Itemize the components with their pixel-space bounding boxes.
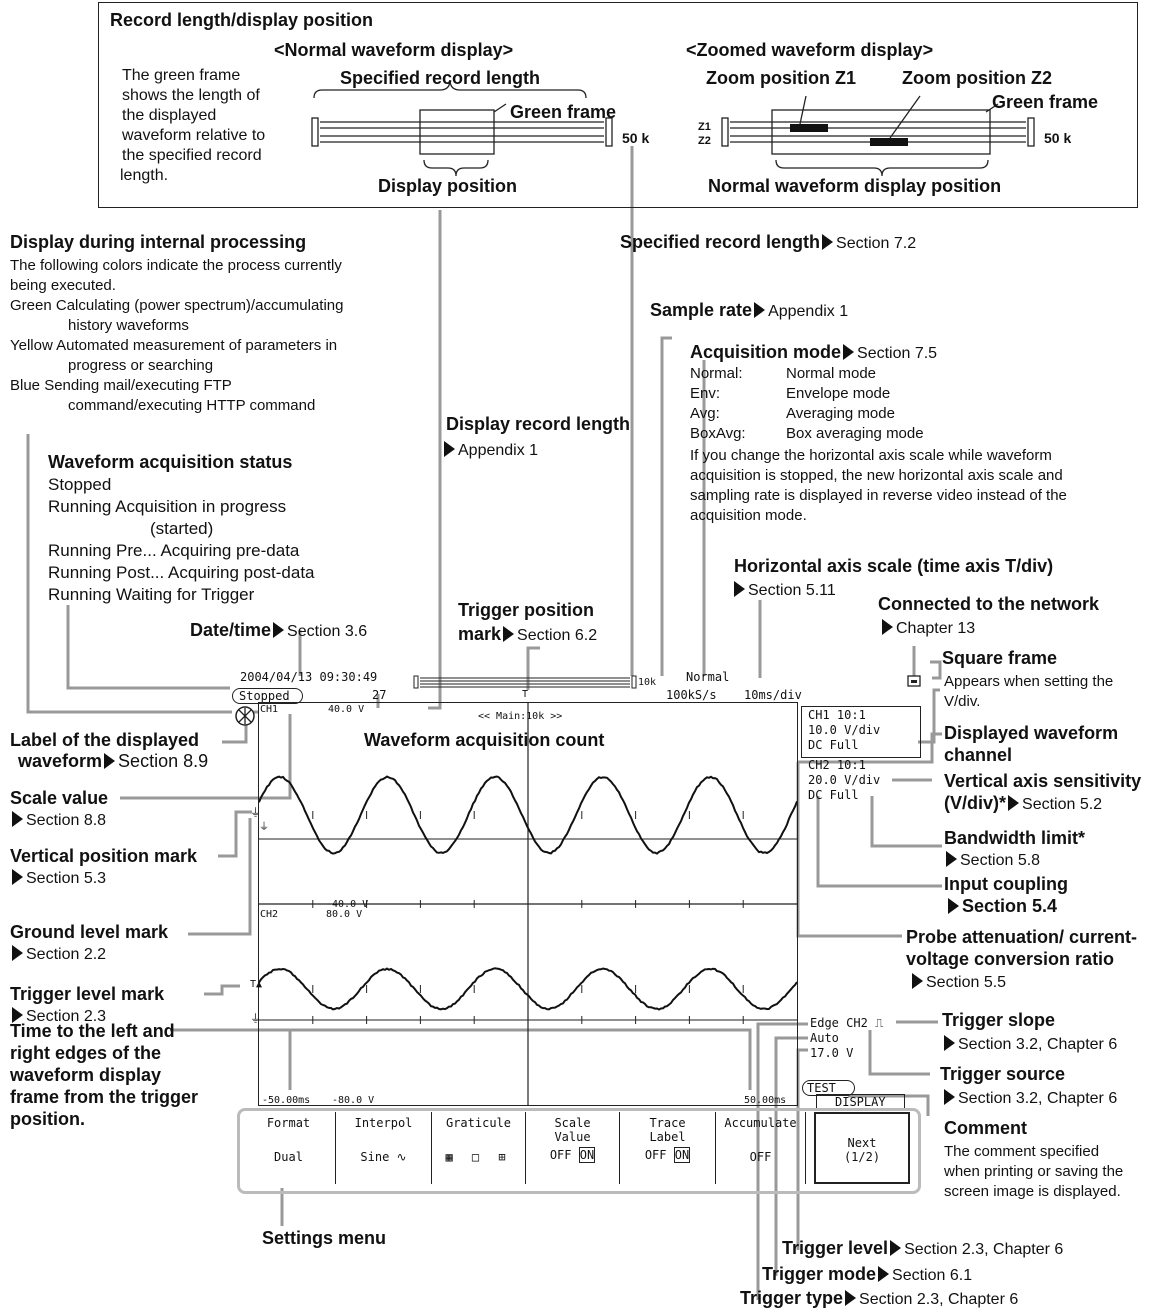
label-displayed-waveform: Label of the displayedwaveformSection 8.… [10,730,208,772]
acq-mode-list: Normal:Normal mode Env:Envelope mode Avg… [690,364,924,444]
date-time-label: Date/timeSection 3.6 [190,620,367,642]
trigger-mode-annot: Trigger modeSection 6.1 [762,1264,972,1286]
graticule-icons: ▦ □ ⊞ [432,1150,525,1164]
acq-mode-note: If you change the horizontal axis scale … [690,446,1067,526]
normal-display-heading: <Normal waveform display> [274,40,513,61]
acq-status-list: Stopped Running Acquisition in progress … [48,474,315,606]
line-display-position [428,210,440,708]
z1-z2-labels: Z1Z2 [698,120,711,148]
scale-value-ref: Section 8.8 [10,810,106,831]
screen-tdiv: 10ms/div [744,688,802,702]
ch2-info: CH2 10:120.0 V/divDC Full [808,758,880,803]
connected-label: Connected to the network [878,594,1099,615]
ground-mark-ch2: ⏚ [250,1012,261,1026]
screen-main-label: << Main:10k >> [478,710,562,724]
fifty-k-label: 50 k [622,128,649,149]
sample-rate-annot: Sample rateAppendix 1 [650,300,848,322]
trace-label-button[interactable]: TraceLabelOFF ON [620,1112,716,1184]
line-acq-status [68,605,230,688]
trigger-position-mark-label: Trigger position [458,600,594,621]
trigger-level-annot: Trigger levelSection 2.3, Chapter 6 [782,1238,1063,1260]
screen-ch1-scale: 40.0 V [328,703,364,717]
zoomed-display-heading: <Zoomed waveform display> [686,40,933,61]
trigger-source-ref: Section 3.2, Chapter 6 [942,1088,1117,1109]
displayed-channel-label: Displayed waveformchannel [944,722,1118,766]
trigger-position-mark: T [522,688,528,702]
green-frame-description: The green frame shows the length of the … [122,66,265,186]
zoom-z2-label: Zoom position Z2 [902,68,1052,89]
screen-right-time: 50.00ms [744,1094,786,1108]
line-sample-rate [662,338,672,676]
screen-acq-count: 27 [372,688,386,702]
format-button[interactable]: FormatDual [242,1112,336,1184]
display-record-length-label: Display record length [446,414,630,435]
vertical-position-mark-ref: Section 5.3 [10,868,106,889]
next-button[interactable]: Next(1/2) [814,1112,910,1184]
trigger-slope-ref: Section 3.2, Chapter 6 [942,1034,1117,1055]
bandwidth-ref: Section 5.8 [944,850,1040,871]
screen-acq-mode: Normal [686,670,729,684]
svg-text:⏚: ⏚ [259,821,269,833]
green-frame-label: Green frame [510,102,616,123]
input-coupling-ref: Section 5.4 [946,896,1057,917]
screen-left-time: -50.00ms [262,1094,310,1108]
specified-record-length-annot: Specified record lengthSection 7.2 [620,232,916,254]
probe-ref: Section 5.5 [910,972,1006,993]
vert-sens-label: Vertical axis sensitivity(V/div)*Section… [944,770,1141,816]
interpol-button[interactable]: InterpolSine ∿ [336,1112,432,1184]
screen-ch1-label: CH1 [260,703,278,717]
bandwidth-label: Bandwidth limit* [944,828,1085,849]
ch1-info: CH1 10:110.0 V/divDC Full [808,708,880,753]
internal-processing-title: Display during internal processing [10,232,306,253]
screen-datetime: 2004/04/13 09:30:49 [240,670,377,684]
screen-left-v: -80.0 V [332,1094,374,1108]
screen-sample-rate: 100kS/s [666,688,717,702]
trigger-level-mark: T▲ [250,978,262,992]
probe-label: Probe attenuation/ current-voltage conve… [906,926,1137,970]
settings-menu-label: Settings menu [262,1228,386,1249]
sine-icon: ∿ [397,1150,407,1164]
green-frame-label-zoom: Green frame [992,92,1098,113]
connected-ref: Chapter 13 [880,618,975,639]
trigger-info: Edge CH2 ⎍Auto17.0 V [810,1016,883,1061]
screen-ch2-label: CH2 [260,908,278,922]
scale-value-button[interactable]: ScaleValueOFF ON [526,1112,620,1184]
scale-value-label: Scale value [10,788,108,809]
time-edges-label: Time to the left andright edges of thewa… [10,1020,198,1130]
display-position-label: Display position [378,176,517,197]
screen-ten-k: 10k [638,676,656,690]
comment-label: Comment [944,1118,1027,1139]
internal-processing-desc: The following colors indicate the proces… [10,256,343,416]
input-coupling-label: Input coupling [944,874,1068,895]
comment-desc: The comment specifiedwhen printing or sa… [944,1142,1123,1202]
screen-ch2-scale: -40.0 V80.0 V [326,900,368,920]
trigger-slope-icon: ⎍ [875,1016,883,1030]
ground-level-mark-label: Ground level mark [10,922,168,943]
square-frame-label: Square frame [942,648,1057,669]
trigger-source-label: Trigger source [940,1064,1065,1085]
vertical-position-mark-label: Vertical position mark [10,846,197,867]
horiz-scale-label: Horizontal axis scale (time axis T/div) [734,556,1053,577]
trigger-type-annot: Trigger typeSection 2.3, Chapter 6 [740,1288,1018,1310]
graticule-button[interactable]: Graticule▦ □ ⊞ [432,1112,526,1184]
fifty-k-label-zoom: 50 k [1044,128,1071,149]
trigger-level-mark-label: Trigger level mark [10,984,164,1005]
display-record-length-ref: Appendix 1 [442,440,538,461]
ground-mark-ch1: ⏚ [250,806,261,820]
trigger-position-mark-ref: markSection 6.2 [458,624,597,646]
acq-mode-annot: Acquisition modeSection 7.5 [690,342,937,364]
zoom-z1-label: Zoom position Z1 [706,68,856,89]
record-length-title: Record length/display position [110,10,373,31]
accumulate-button[interactable]: AccumulateOFF [716,1112,806,1184]
specified-record-length-label: Specified record length [340,68,540,89]
square-frame-desc: Appears when setting theV/div. [944,672,1113,712]
ground-level-mark-ref: Section 2.2 [10,944,106,965]
normal-waveform-display-position-label: Normal waveform display position [708,176,1001,197]
trigger-slope-label: Trigger slope [942,1010,1055,1031]
acq-status-title: Waveform acquisition status [48,452,292,473]
horiz-scale-ref: Section 5.11 [732,580,836,601]
